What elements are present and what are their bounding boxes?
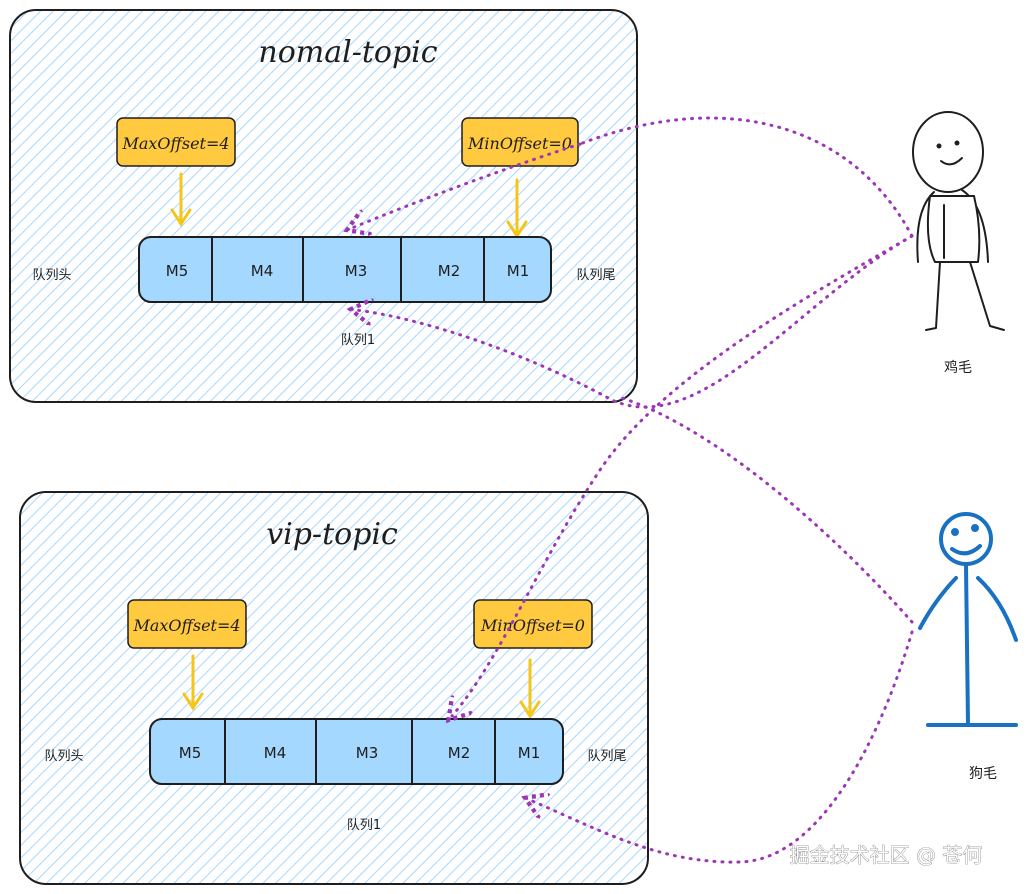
normal-queue-cell: M1 [507, 262, 530, 280]
normal-max-offset-box [116, 117, 236, 167]
vip-max-offset-arrow [182, 654, 204, 711]
vip-min-offset-arrow [519, 658, 541, 719]
vip-queue-label: 队列1 [347, 818, 381, 833]
vip-queue-tail-label: 队列尾 [587, 749, 626, 764]
chicken-to-normal-m3-path [352, 142, 582, 228]
normal-topic-box: nomal-topic MaxOffset=4 MinOffset=0 M5 M… [9, 9, 638, 403]
vip-queue-cell: M4 [264, 744, 287, 762]
vip-topic-box: vip-topic MaxOffset=4 MinOffset=0 M5 M4 … [19, 491, 649, 885]
vip-topic-title: vip-topic [266, 517, 398, 552]
consumer-name-dog: 狗毛 [969, 766, 997, 782]
consumer-name-chicken: 鸡毛 [944, 359, 972, 376]
vip-queue-cell: M2 [448, 744, 471, 762]
normal-topic-title: nomal-topic [258, 35, 437, 70]
vip-queue-cell: M3 [356, 744, 379, 762]
dog-to-vip-m1-path [530, 630, 914, 864]
normal-queue-cell: M5 [166, 262, 189, 280]
watermark-text: 掘金技术社区 @ 苍何 [790, 843, 983, 867]
stick-person-blue-icon [918, 512, 1018, 727]
normal-max-offset-arrow [170, 172, 192, 227]
normal-max-offset-label: MaxOffset=4 [121, 134, 229, 153]
normal-queue-tail-label: 队列尾 [576, 268, 615, 283]
normal-queue-cell: M4 [251, 262, 274, 280]
chicken-to-normal-min-offset-path [578, 116, 914, 238]
normal-min-offset-label: MinOffset=0 [467, 134, 572, 153]
vip-min-offset-label: MinOffset=0 [480, 616, 585, 635]
vip-queue-cell: M1 [518, 744, 541, 762]
normal-queue-head-label: 队列头 [32, 268, 71, 283]
vip-queue-cell: M5 [179, 744, 202, 762]
chicken-to-vip-m2-path [452, 234, 914, 716]
vip-queue-head-label: 队列头 [44, 749, 83, 764]
dog-to-normal-path [620, 396, 914, 624]
normal-queue-cell: M2 [438, 262, 461, 280]
normal-queue-label: 队列1 [341, 333, 375, 348]
vip-max-offset-label: MaxOffset=4 [132, 616, 240, 635]
stick-person-icon [912, 111, 1005, 331]
normal-queue-cell: M3 [345, 262, 368, 280]
vip-max-offset-box [127, 599, 247, 649]
